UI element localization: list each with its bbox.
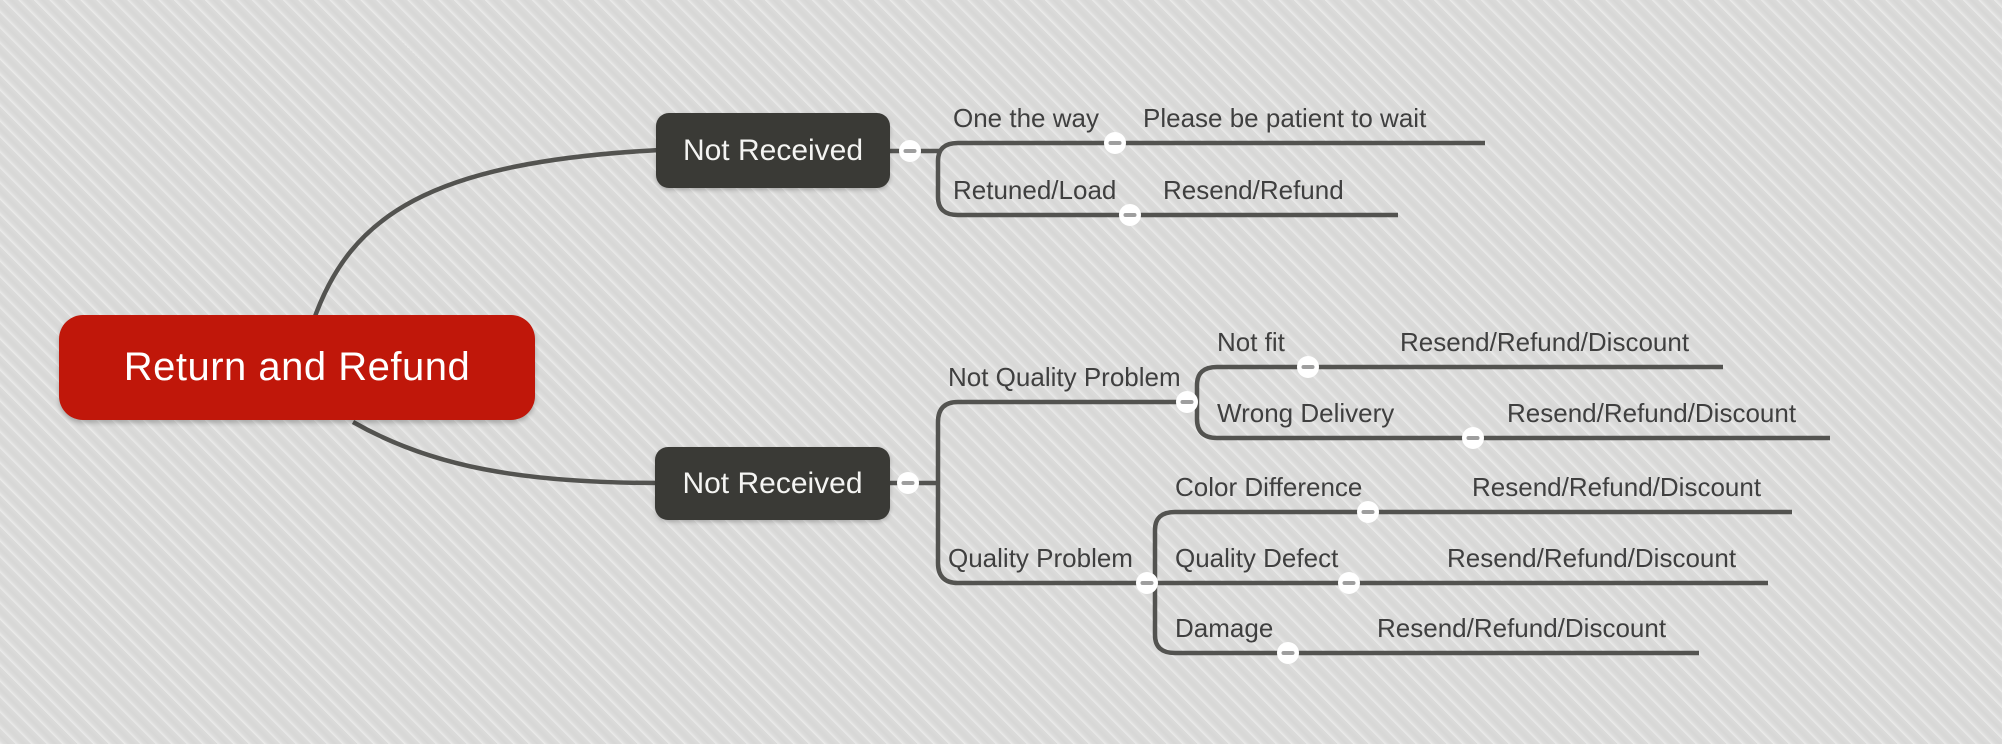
connector-root-to-branch1 [310,147,661,323]
collapse-button-branch1[interactable] [899,140,921,162]
connector-branch1-children [935,140,1485,218]
topic-resend-refund-discount-not-fit[interactable]: Resend/Refund/Discount [1400,327,1690,357]
topic-not-fit[interactable]: Not fit [1217,327,1285,357]
collapse-button-branch2[interactable] [897,472,919,494]
topic-resend-refund[interactable]: Resend/Refund [1163,175,1344,205]
collapse-button-not-quality-problem[interactable] [1176,391,1198,413]
connector-branch2-children [935,399,1181,586]
collapse-button-color-difference[interactable] [1357,501,1379,523]
branch-topic-not-received-bottom[interactable]: Not Received [655,447,890,520]
collapse-button-wrong-delivery[interactable] [1462,427,1484,449]
branch-topic-not-received-top[interactable]: Not Received [656,113,890,188]
topic-one-the-way[interactable]: One the way [953,103,1099,133]
topic-quality-defect[interactable]: Quality Defect [1175,543,1339,573]
collapse-button-damage[interactable] [1277,642,1299,664]
topic-not-quality-problem[interactable]: Not Quality Problem [948,362,1181,392]
topic-color-difference[interactable]: Color Difference [1175,472,1363,502]
topic-resend-refund-discount-quality-defect[interactable]: Resend/Refund/Discount [1447,543,1737,573]
connector-root-to-branch2 [351,420,661,486]
topic-wrong-delivery[interactable]: Wrong Delivery [1217,398,1395,428]
topic-resend-refund-discount-color-difference[interactable]: Resend/Refund/Discount [1472,472,1762,502]
collapse-button-one-the-way[interactable] [1104,132,1126,154]
topic-please-be-patient-to-wait[interactable]: Please be patient to wait [1143,103,1427,133]
topic-retuned-load[interactable]: Retuned/Load [953,175,1117,205]
collapse-button-quality-problem[interactable] [1136,572,1158,594]
root-topic[interactable]: Return and Refund [59,315,535,420]
collapse-button-retuned-load[interactable] [1119,204,1141,226]
topic-resend-refund-discount-damage[interactable]: Resend/Refund/Discount [1377,613,1667,643]
collapse-button-not-fit[interactable] [1297,356,1319,378]
topic-quality-problem[interactable]: Quality Problem [948,543,1133,573]
topic-resend-refund-discount-wrong-delivery[interactable]: Resend/Refund/Discount [1507,398,1797,428]
collapse-button-quality-defect[interactable] [1338,572,1360,594]
topic-damage[interactable]: Damage [1175,613,1274,643]
